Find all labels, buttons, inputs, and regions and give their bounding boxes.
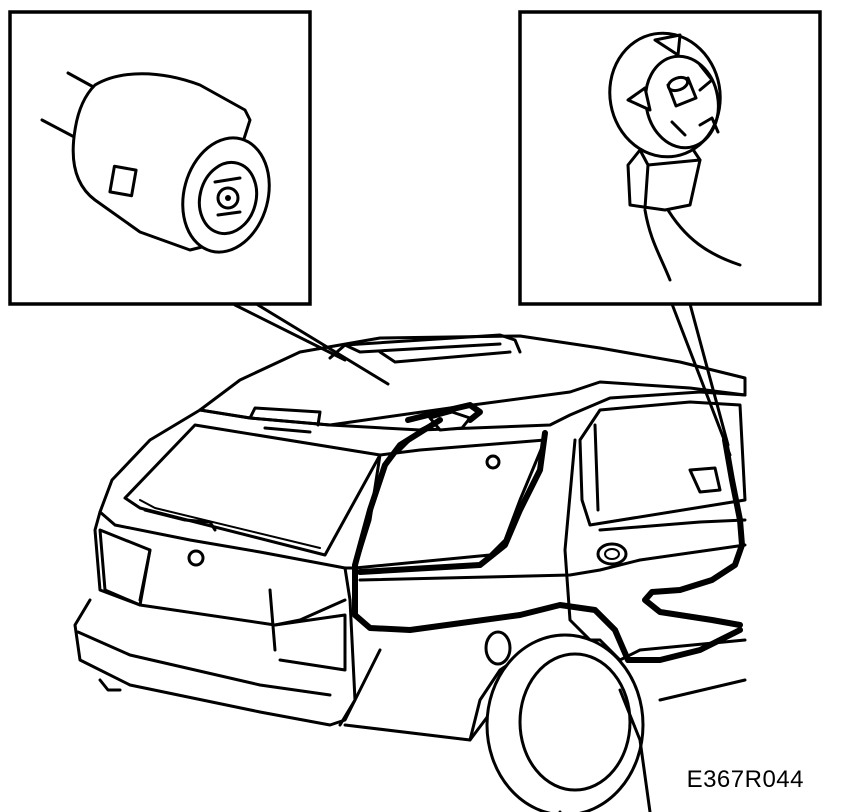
- figure-code: E367R044: [686, 766, 804, 793]
- detail-left-connector: [8, 10, 312, 306]
- detail-right-bulb-holder: [518, 10, 822, 306]
- wiring-harness: [352, 402, 745, 663]
- car-body: [73, 333, 747, 812]
- callout-lines: [233, 302, 732, 457]
